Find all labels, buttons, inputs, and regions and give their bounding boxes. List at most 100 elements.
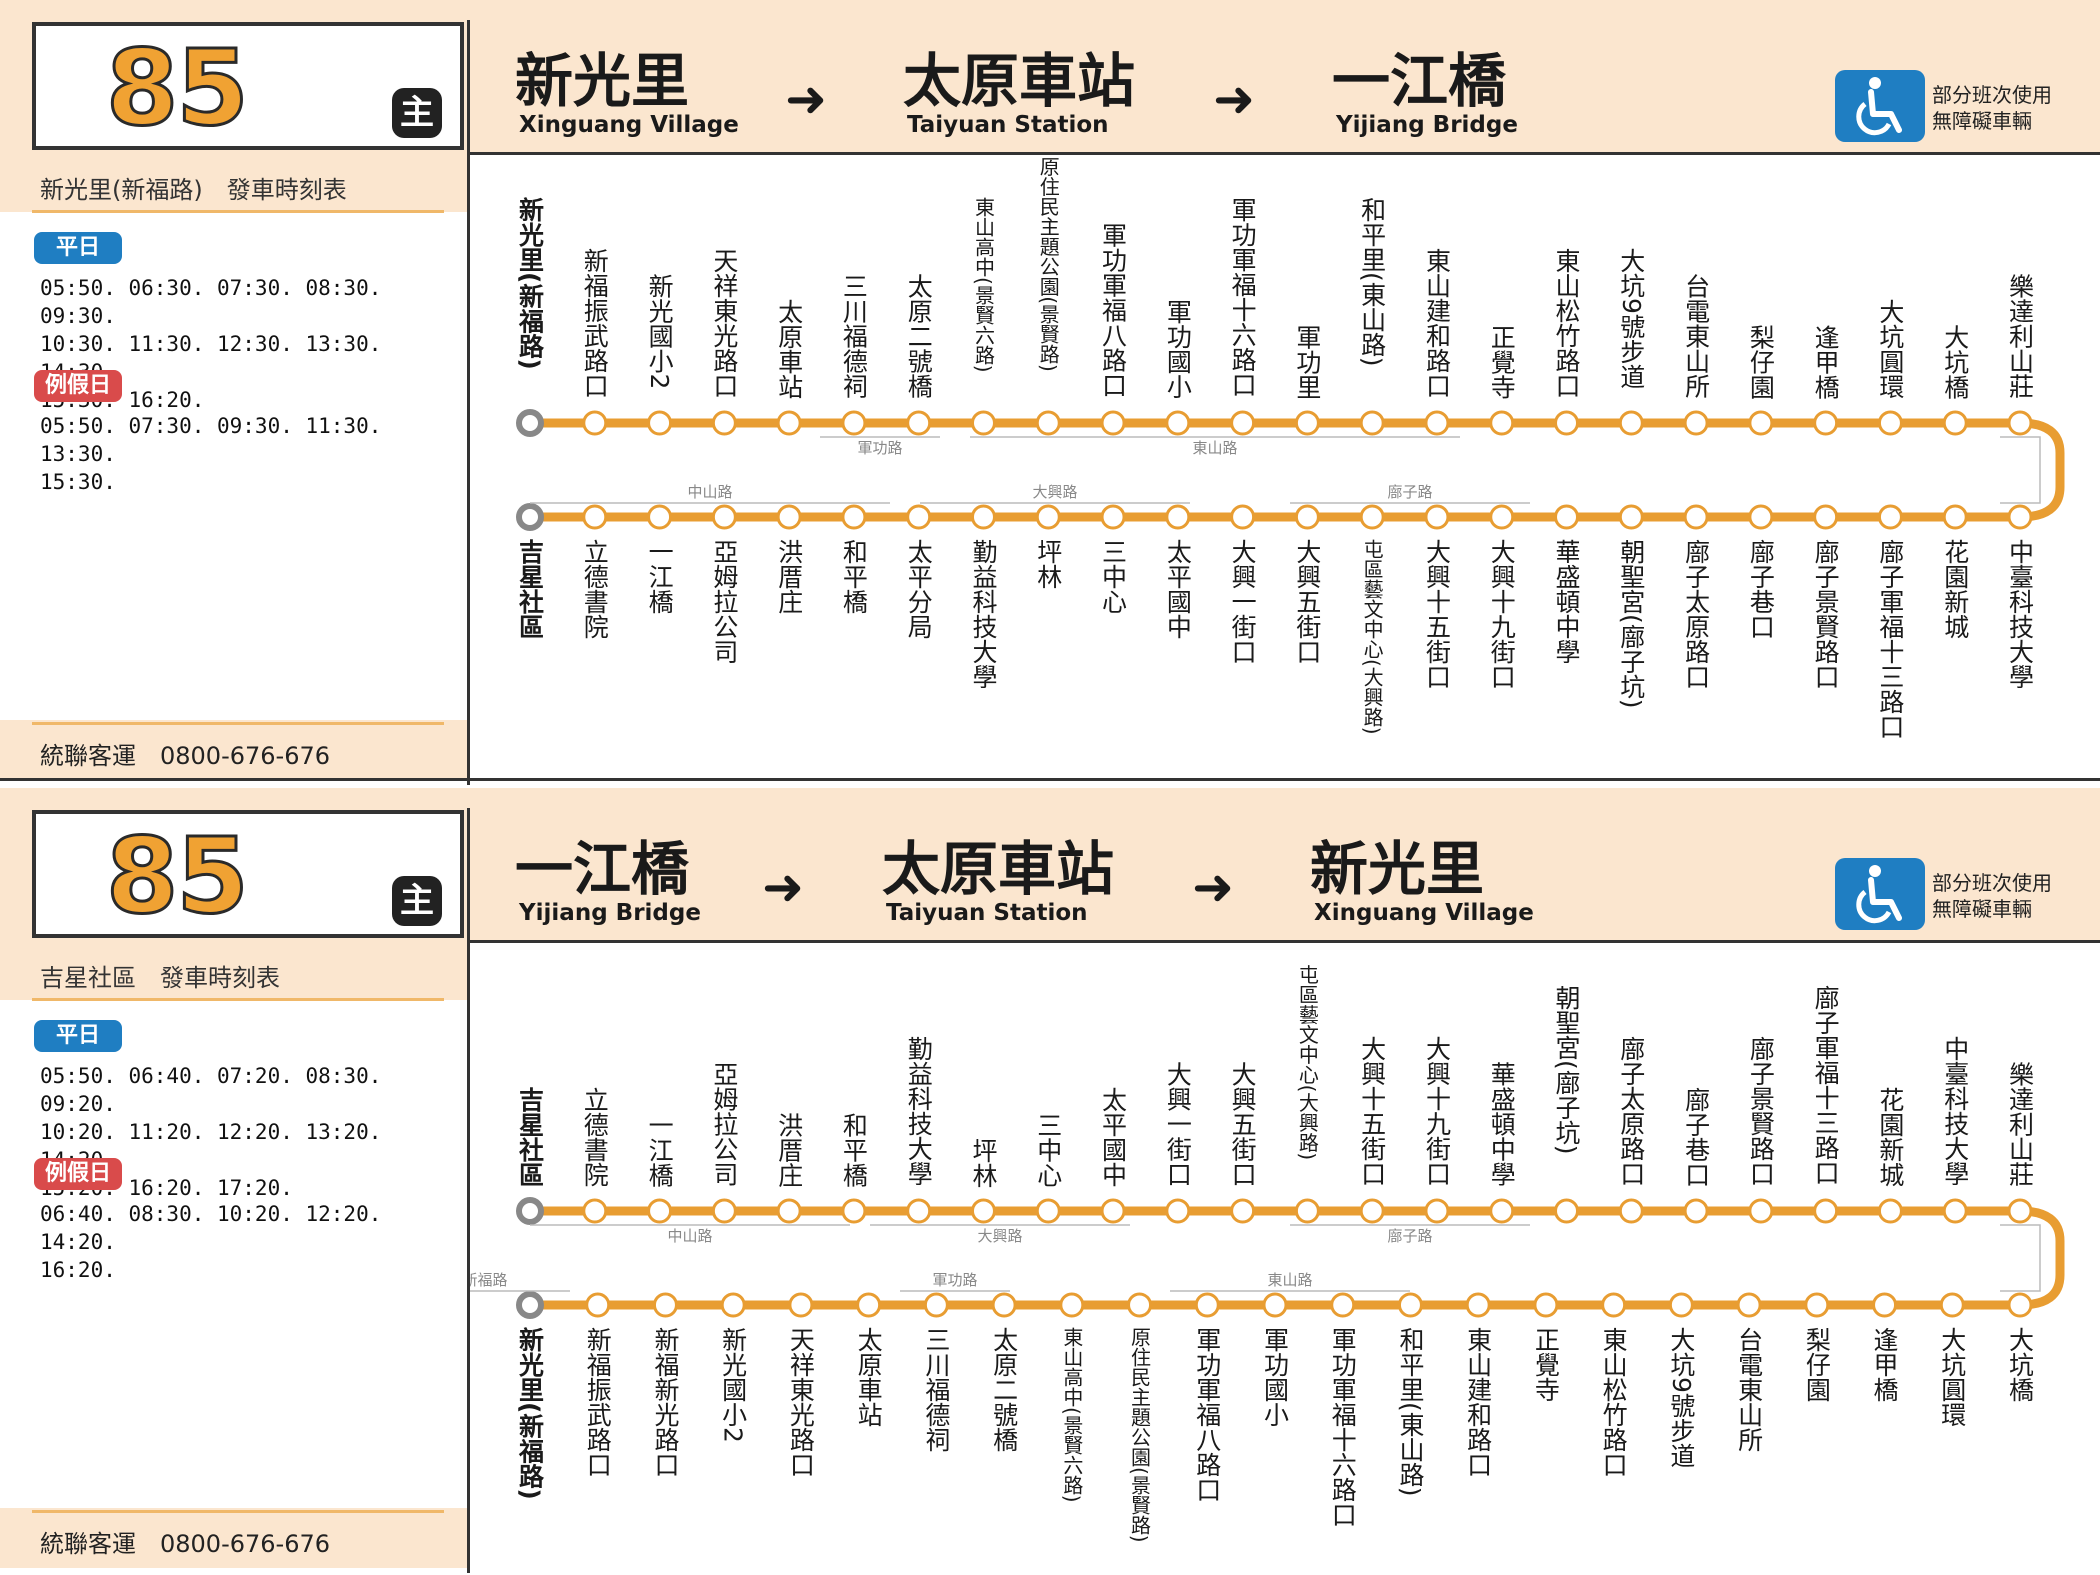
stop-dot-bottom[interactable]: [1165, 504, 1191, 530]
stop-label-bottom[interactable]: 一江橋: [645, 539, 674, 614]
stop-label-top[interactable]: 和平橋: [839, 1113, 868, 1188]
stop-dot-bottom[interactable]: [585, 1292, 611, 1318]
stop-label-top[interactable]: 大坑橋: [1941, 325, 1970, 400]
stop-label-top[interactable]: 大興一街口: [1163, 1062, 1192, 1187]
stop-label-bottom[interactable]: 梨仔園: [1802, 1327, 1831, 1402]
stop-label-bottom[interactable]: 新光里(新福路): [516, 1326, 546, 1500]
stop-dot-top[interactable]: [1683, 1198, 1709, 1224]
stop-dot-bottom[interactable]: [856, 1292, 882, 1318]
stop-dot-top[interactable]: [1877, 1198, 1903, 1224]
stop-dot-bottom[interactable]: [788, 1292, 814, 1318]
stop-label-bottom[interactable]: 大興十五街口: [1422, 539, 1451, 689]
stop-label-top[interactable]: 華盛頓中學: [1487, 1062, 1516, 1187]
stop-dot-top[interactable]: [1294, 1198, 1320, 1224]
stop-dot-top[interactable]: [647, 410, 673, 436]
stop-dot-bottom[interactable]: [1194, 1292, 1220, 1318]
stop-dot-top[interactable]: [1359, 1198, 1385, 1224]
stop-dot-top[interactable]: [1748, 410, 1774, 436]
stop-dot-bottom[interactable]: [776, 504, 802, 530]
stop-dot-top[interactable]: [1683, 410, 1709, 436]
stop-label-bottom[interactable]: 大坑圓環: [1938, 1327, 1967, 1427]
stop-dot-top[interactable]: [1424, 1198, 1450, 1224]
stop-label-top[interactable]: 屯區藝文中心(大興路): [1295, 964, 1319, 1160]
stop-dot-bottom[interactable]: [923, 1292, 949, 1318]
stop-dot-top[interactable]: [1035, 410, 1061, 436]
stop-dot-top[interactable]: [776, 1198, 802, 1224]
stop-dot-bottom[interactable]: [1397, 1292, 1423, 1318]
stop-dot-top[interactable]: [1100, 1198, 1126, 1224]
stop-dot-top[interactable]: [776, 410, 802, 436]
stop-dot-bottom[interactable]: [1683, 504, 1709, 530]
stop-dot-top[interactable]: [516, 409, 544, 437]
stop-label-top[interactable]: 樂達利山莊: [2006, 274, 2035, 399]
stop-label-bottom[interactable]: 大興十九街口: [1487, 539, 1516, 689]
stop-label-bottom[interactable]: 新福新光路口: [651, 1327, 680, 1477]
stop-label-bottom[interactable]: 廍子巷口: [1746, 539, 1775, 639]
stop-dot-bottom[interactable]: [652, 1292, 678, 1318]
stop-label-top[interactable]: 太平國中: [1099, 1087, 1128, 1187]
stop-dot-top[interactable]: [711, 1198, 737, 1224]
stop-label-top[interactable]: 花園新城: [1876, 1087, 1905, 1187]
stop-label-top[interactable]: 廍子巷口: [1682, 1087, 1711, 1187]
stop-label-top[interactable]: 洪厝庄: [775, 1113, 804, 1188]
stop-label-bottom[interactable]: 花園新城: [1941, 539, 1970, 639]
stop-label-bottom[interactable]: 太原車站: [854, 1327, 883, 1427]
stop-label-bottom[interactable]: 東山高中(景賢六路): [1060, 1327, 1084, 1503]
stop-dot-bottom[interactable]: [1554, 504, 1580, 530]
stop-dot-bottom[interactable]: [2007, 1292, 2033, 1318]
stop-label-top[interactable]: 新光里(新福路): [516, 196, 546, 370]
stop-label-top[interactable]: 大坑9號步道: [1617, 248, 1646, 389]
stop-label-bottom[interactable]: 和平橋: [839, 539, 868, 614]
stop-label-top[interactable]: 太原二號橋: [904, 274, 933, 399]
stop-label-top[interactable]: 朝聖宮(廍子坑): [1552, 985, 1581, 1155]
stop-label-bottom[interactable]: 新光國小2: [719, 1327, 748, 1443]
stop-dot-top[interactable]: [647, 1198, 673, 1224]
stop-dot-top[interactable]: [1294, 410, 1320, 436]
stop-label-bottom[interactable]: 屯區藝文中心(大興路): [1360, 539, 1384, 735]
stop-dot-bottom[interactable]: [1939, 1292, 1965, 1318]
stop-label-top[interactable]: 吉星社區: [516, 1087, 545, 1187]
stop-dot-top[interactable]: [906, 1198, 932, 1224]
stop-label-top[interactable]: 三中心: [1034, 1113, 1063, 1188]
stop-label-bottom[interactable]: 原住民主題公園(景賢路): [1128, 1327, 1152, 1543]
stop-label-bottom[interactable]: 大興一街口: [1228, 539, 1257, 664]
stop-label-bottom[interactable]: 亞姆拉公司: [710, 539, 739, 664]
stop-dot-top[interactable]: [1424, 410, 1450, 436]
stop-dot-top[interactable]: [1942, 410, 1968, 436]
stop-label-top[interactable]: 軍功軍福十六路口: [1228, 197, 1257, 397]
stop-dot-top[interactable]: [1165, 410, 1191, 436]
stop-label-bottom[interactable]: 勤益科技大學: [969, 539, 998, 689]
stop-dot-bottom[interactable]: [1100, 504, 1126, 530]
stop-dot-bottom[interactable]: [1668, 1292, 1694, 1318]
stop-dot-bottom[interactable]: [991, 1292, 1017, 1318]
stop-label-top[interactable]: 東山松竹路口: [1552, 248, 1581, 398]
stop-dot-top[interactable]: [1359, 410, 1385, 436]
stop-dot-top[interactable]: [841, 410, 867, 436]
stop-label-top[interactable]: 樂達利山莊: [2006, 1062, 2035, 1187]
stop-dot-top[interactable]: [1877, 410, 1903, 436]
stop-label-bottom[interactable]: 台電東山所: [1735, 1327, 1764, 1452]
stop-dot-bottom[interactable]: [1294, 504, 1320, 530]
stop-label-bottom[interactable]: 東山建和路口: [1464, 1327, 1493, 1477]
stop-dot-top[interactable]: [2007, 1198, 2033, 1224]
stop-label-bottom[interactable]: 軍功軍福八路口: [1193, 1327, 1222, 1502]
stop-dot-bottom[interactable]: [1618, 504, 1644, 530]
stop-label-top[interactable]: 逢甲橋: [1811, 325, 1840, 400]
stop-label-bottom[interactable]: 東山松竹路口: [1599, 1327, 1628, 1477]
stop-label-top[interactable]: 軍功里: [1293, 325, 1322, 400]
stop-label-bottom[interactable]: 新福振武路口: [583, 1327, 612, 1477]
stop-dot-bottom[interactable]: [1748, 504, 1774, 530]
stop-dot-top[interactable]: [970, 1198, 996, 1224]
stop-label-top[interactable]: 坪林: [969, 1138, 998, 1188]
stop-label-bottom[interactable]: 朝聖宮(廍子坑): [1617, 539, 1646, 709]
stop-dot-top[interactable]: [841, 1198, 867, 1224]
stop-dot-bottom[interactable]: [720, 1292, 746, 1318]
stop-label-bottom[interactable]: 大坑9號步道: [1667, 1327, 1696, 1468]
stop-dot-bottom[interactable]: [1489, 504, 1515, 530]
stop-label-top[interactable]: 新福振武路口: [580, 248, 609, 398]
stop-dot-top[interactable]: [1748, 1198, 1774, 1224]
stop-label-bottom[interactable]: 天祥東光路口: [786, 1327, 815, 1477]
stop-label-bottom[interactable]: 大興五街口: [1293, 539, 1322, 664]
stop-label-top[interactable]: 一江橋: [645, 1113, 674, 1188]
stop-dot-top[interactable]: [1489, 410, 1515, 436]
